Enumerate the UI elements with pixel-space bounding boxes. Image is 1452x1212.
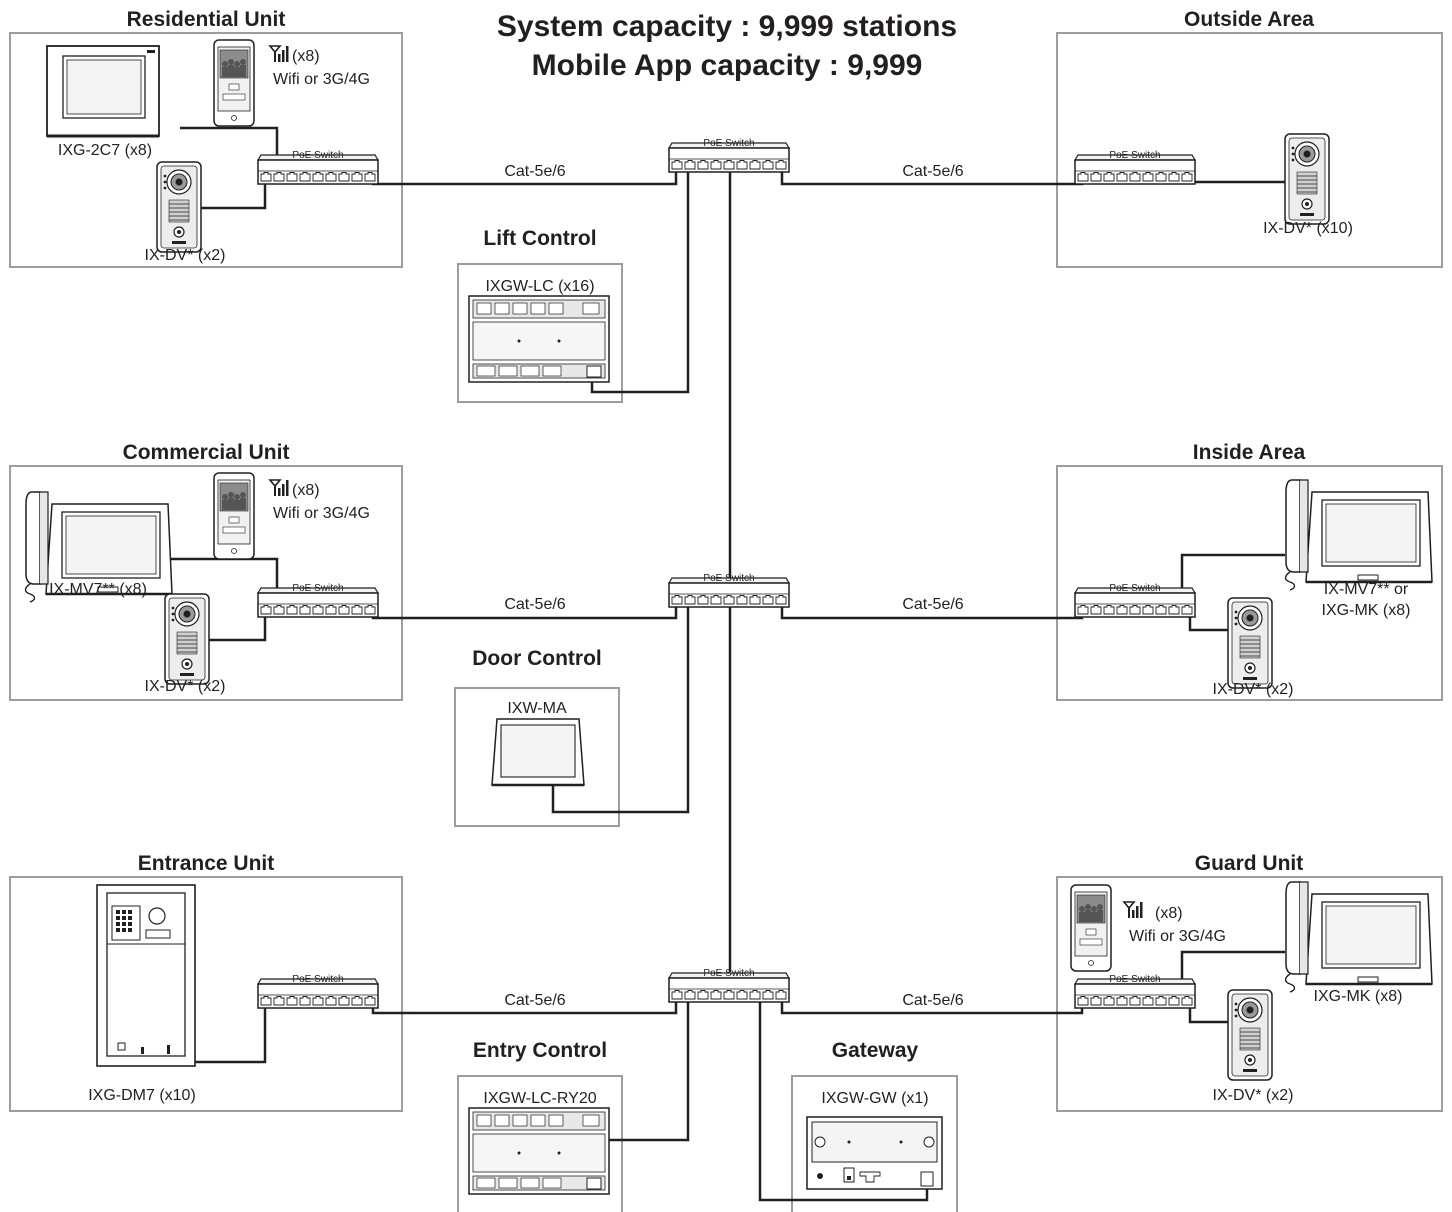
ixg-2c7-monitor-icon — [45, 44, 161, 138]
lift-control-title: Lift Control — [483, 227, 596, 250]
commercial-mobile-network: Wifi or 3G/4G — [273, 505, 370, 522]
commercial-unit-title: Commercial Unit — [123, 441, 290, 464]
door-station-icon — [164, 593, 210, 685]
cable-label-outside: Cat-5e/6 — [902, 163, 963, 180]
door-station-icon — [156, 161, 202, 253]
guard-unit-title: Guard Unit — [1195, 852, 1304, 875]
guard-unit-box — [1056, 876, 1443, 1112]
svg-text:PoE Switch: PoE Switch — [703, 573, 754, 584]
poe-switch-outside: PoE Switch — [1074, 150, 1196, 185]
guard-mobile-network: Wifi or 3G/4G — [1129, 928, 1226, 945]
commercial-mobile-count: (x8) — [292, 482, 320, 499]
signal-icon — [1123, 901, 1144, 919]
ixw-ma-adaptor-icon — [491, 718, 585, 787]
residential-door-label: IX-DV* (x2) — [145, 247, 226, 264]
door-control-device-label: IXW-MA — [507, 700, 567, 717]
gateway-device-label: IXGW-GW (x1) — [821, 1090, 928, 1107]
commercial-monitor-label: IX-MV7** (x8) — [49, 581, 147, 598]
inside-area-box — [1056, 465, 1443, 701]
guard-monitor-label: IXG-MK (x8) — [1314, 988, 1403, 1005]
residential-unit-title: Residential Unit — [127, 8, 286, 31]
cable-label-guard: Cat-5e/6 — [902, 992, 963, 1009]
lift-device-label: IXGW-LC (x16) — [485, 278, 594, 295]
residential-monitor-label: IXG-2C7 (x8) — [58, 142, 152, 159]
cable-label-entrance: Cat-5e/6 — [504, 992, 565, 1009]
inside-area-title: Inside Area — [1193, 441, 1306, 464]
lift-control-box — [457, 263, 623, 403]
poe-switch-commercial: PoE Switch — [257, 583, 379, 618]
cable-label-residential: Cat-5e/6 — [504, 163, 565, 180]
ix-mv7-monitor-icon — [1284, 478, 1434, 592]
gateway-box — [791, 1075, 958, 1212]
mobile-capacity-title: Mobile App capacity : 9,999 — [532, 49, 923, 82]
door-control-title: Door Control — [472, 647, 601, 670]
residential-mobile-count: (x8) — [292, 48, 320, 65]
ixgw-lc-relay-icon — [468, 295, 610, 383]
guard-mobile-count: (x8) — [1155, 905, 1183, 922]
svg-text:PoE Switch: PoE Switch — [292, 150, 343, 161]
entry-control-device-label: IXGW-LC-RY20 — [483, 1090, 596, 1107]
svg-text:PoE Switch: PoE Switch — [1109, 150, 1160, 161]
door-station-icon — [1227, 597, 1273, 689]
network-cabling — [126, 126, 1285, 1202]
outside-area-box — [1056, 32, 1443, 268]
entry-control-title: Entry Control — [473, 1039, 607, 1062]
commercial-unit-box — [9, 465, 403, 701]
ixg-dm7-entrance-station-icon — [96, 884, 196, 1067]
svg-text:PoE Switch: PoE Switch — [292, 974, 343, 985]
svg-text:PoE Switch: PoE Switch — [292, 583, 343, 594]
inside-door-label: IX-DV* (x2) — [1213, 681, 1294, 698]
guard-door-label: IX-DV* (x2) — [1213, 1087, 1294, 1104]
smartphone-icon — [1070, 884, 1112, 972]
entry-control-box — [457, 1075, 623, 1212]
entrance-unit-box — [9, 876, 403, 1112]
residential-mobile-network: Wifi or 3G/4G — [273, 71, 370, 88]
commercial-door-label: IX-DV* (x2) — [145, 678, 226, 695]
cable-label-inside: Cat-5e/6 — [902, 596, 963, 613]
entrance-device-label: IXG-DM7 (x10) — [88, 1087, 196, 1104]
system-capacity-title: System capacity : 9,999 stations — [497, 10, 957, 43]
entrance-unit-title: Entrance Unit — [138, 852, 275, 875]
inside-monitor-label-line2: IXG-MK (x8) — [1322, 602, 1411, 619]
poe-switch-guard: PoE Switch — [1074, 974, 1196, 1009]
svg-text:PoE Switch: PoE Switch — [1109, 974, 1160, 985]
ixg-mk-monitor-icon — [1284, 880, 1434, 994]
gateway-title: Gateway — [832, 1039, 919, 1062]
door-station-icon — [1284, 133, 1330, 225]
poe-switch-entrance: PoE Switch — [257, 974, 379, 1009]
svg-text:PoE Switch: PoE Switch — [1109, 583, 1160, 594]
cable-label-commercial: Cat-5e/6 — [504, 596, 565, 613]
signal-icon — [269, 45, 290, 63]
inside-monitor-label-line1: IX-MV7** or — [1324, 581, 1409, 598]
outside-area-title: Outside Area — [1184, 8, 1314, 31]
smartphone-icon — [213, 39, 255, 127]
door-control-box — [454, 687, 620, 827]
poe-switch-residential: PoE Switch — [257, 150, 379, 185]
residential-unit-box — [9, 32, 403, 268]
ixgw-gw-gateway-icon — [806, 1116, 943, 1190]
signal-icon — [269, 479, 290, 497]
poe-switch-inside: PoE Switch — [1074, 583, 1196, 618]
poe-switch-core-middle: PoE Switch — [668, 573, 790, 608]
svg-text:PoE Switch: PoE Switch — [703, 138, 754, 149]
svg-text:PoE Switch: PoE Switch — [703, 968, 754, 979]
door-station-icon — [1227, 989, 1273, 1081]
poe-switch-core-top: PoE Switch — [668, 138, 790, 173]
ixgw-lc-ry20-relay-icon — [468, 1107, 610, 1195]
poe-switch-core-bottom: PoE Switch — [668, 968, 790, 1003]
outside-door-label: IX-DV* (x10) — [1263, 220, 1353, 237]
smartphone-icon — [213, 472, 255, 560]
